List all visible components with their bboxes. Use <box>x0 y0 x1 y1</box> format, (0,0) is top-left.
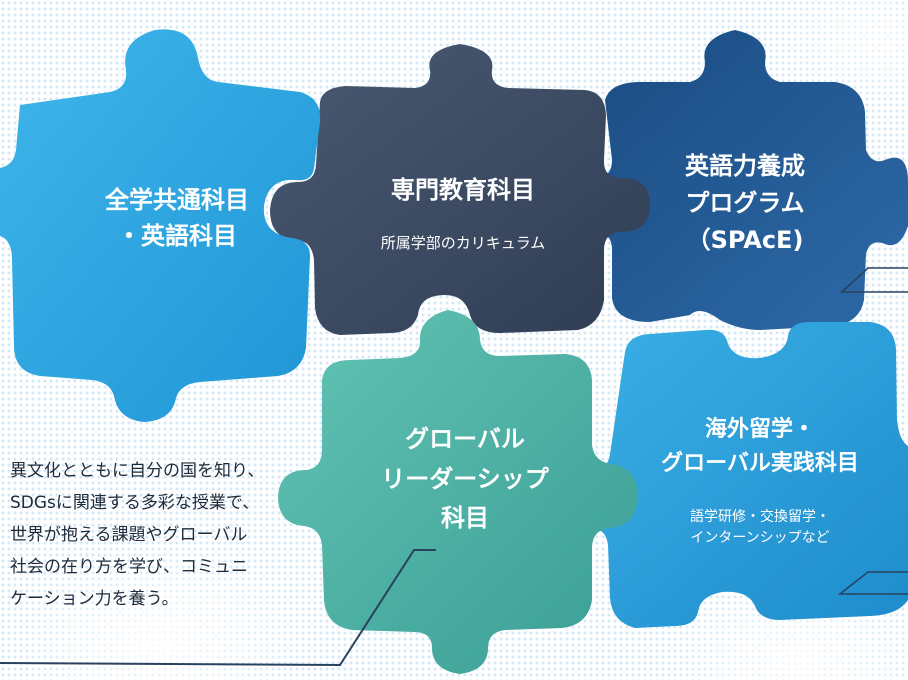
abroad-line2: グローバル実践科目 <box>661 451 859 477</box>
specialized-subtitle: 所属学部のカリキュラム <box>380 234 546 252</box>
puzzle-piece-leadership <box>278 310 638 674</box>
specialized-title: 専門教育科目 <box>391 176 535 204</box>
abroad-label: 海外留学・ グローバル実践科目 <box>625 413 895 481</box>
description-line-4: 社会の在り方を学び、コミュニ <box>10 557 248 577</box>
common-subjects-line2: ・英語科目 <box>117 222 237 250</box>
abroad-sub-line2: インターンシップなど <box>690 530 830 546</box>
description-line-3: 世界が抱える課題やグローバル <box>10 525 248 545</box>
common-subjects-line1: 全学共通科目 <box>105 186 249 214</box>
english-program-line2: プログラム <box>685 189 805 218</box>
leadership-line1: グローバル <box>405 425 525 453</box>
connector-line-abroad <box>837 571 908 595</box>
puzzle-piece-specialized <box>270 44 650 335</box>
connector-line-english <box>839 267 908 293</box>
english-program-line1: 英語力養成 <box>685 152 805 180</box>
leadership-line2: リーダーシップ <box>381 464 549 493</box>
common-subjects-label: 全学共通科目 ・英語科目 <box>72 182 282 254</box>
abroad-subtitle: 語学研修・交換留学・ インターンシップなど <box>625 507 895 549</box>
description-line-2: SDGsに関連する多彩な授業で、 <box>10 493 260 513</box>
connector-line-left <box>0 549 436 667</box>
puzzle-piece-abroad <box>563 322 908 628</box>
abroad-sub-line1: 語学研修・交換留学・ <box>690 509 830 525</box>
leadership-line3: 科目 <box>441 504 489 533</box>
english-program-label: 英語力養成 プログラム （SPAcE) <box>640 148 850 260</box>
puzzle-piece-common-subjects <box>0 29 321 423</box>
description-text: 異文化とともに自分の国を知り、 SDGsに関連する多彩な授業で、 世界が抱える課… <box>10 455 310 615</box>
english-program-line3: （SPAcE) <box>686 226 804 255</box>
leadership-label: グローバル リーダーシップ 科目 <box>345 420 585 539</box>
puzzle-piece-english-program <box>568 30 908 330</box>
description-line-1: 異文化とともに自分の国を知り、 <box>10 461 265 481</box>
description-line-5: ケーション力を養う。 <box>10 589 179 609</box>
abroad-line1: 海外留学・ <box>704 417 815 442</box>
